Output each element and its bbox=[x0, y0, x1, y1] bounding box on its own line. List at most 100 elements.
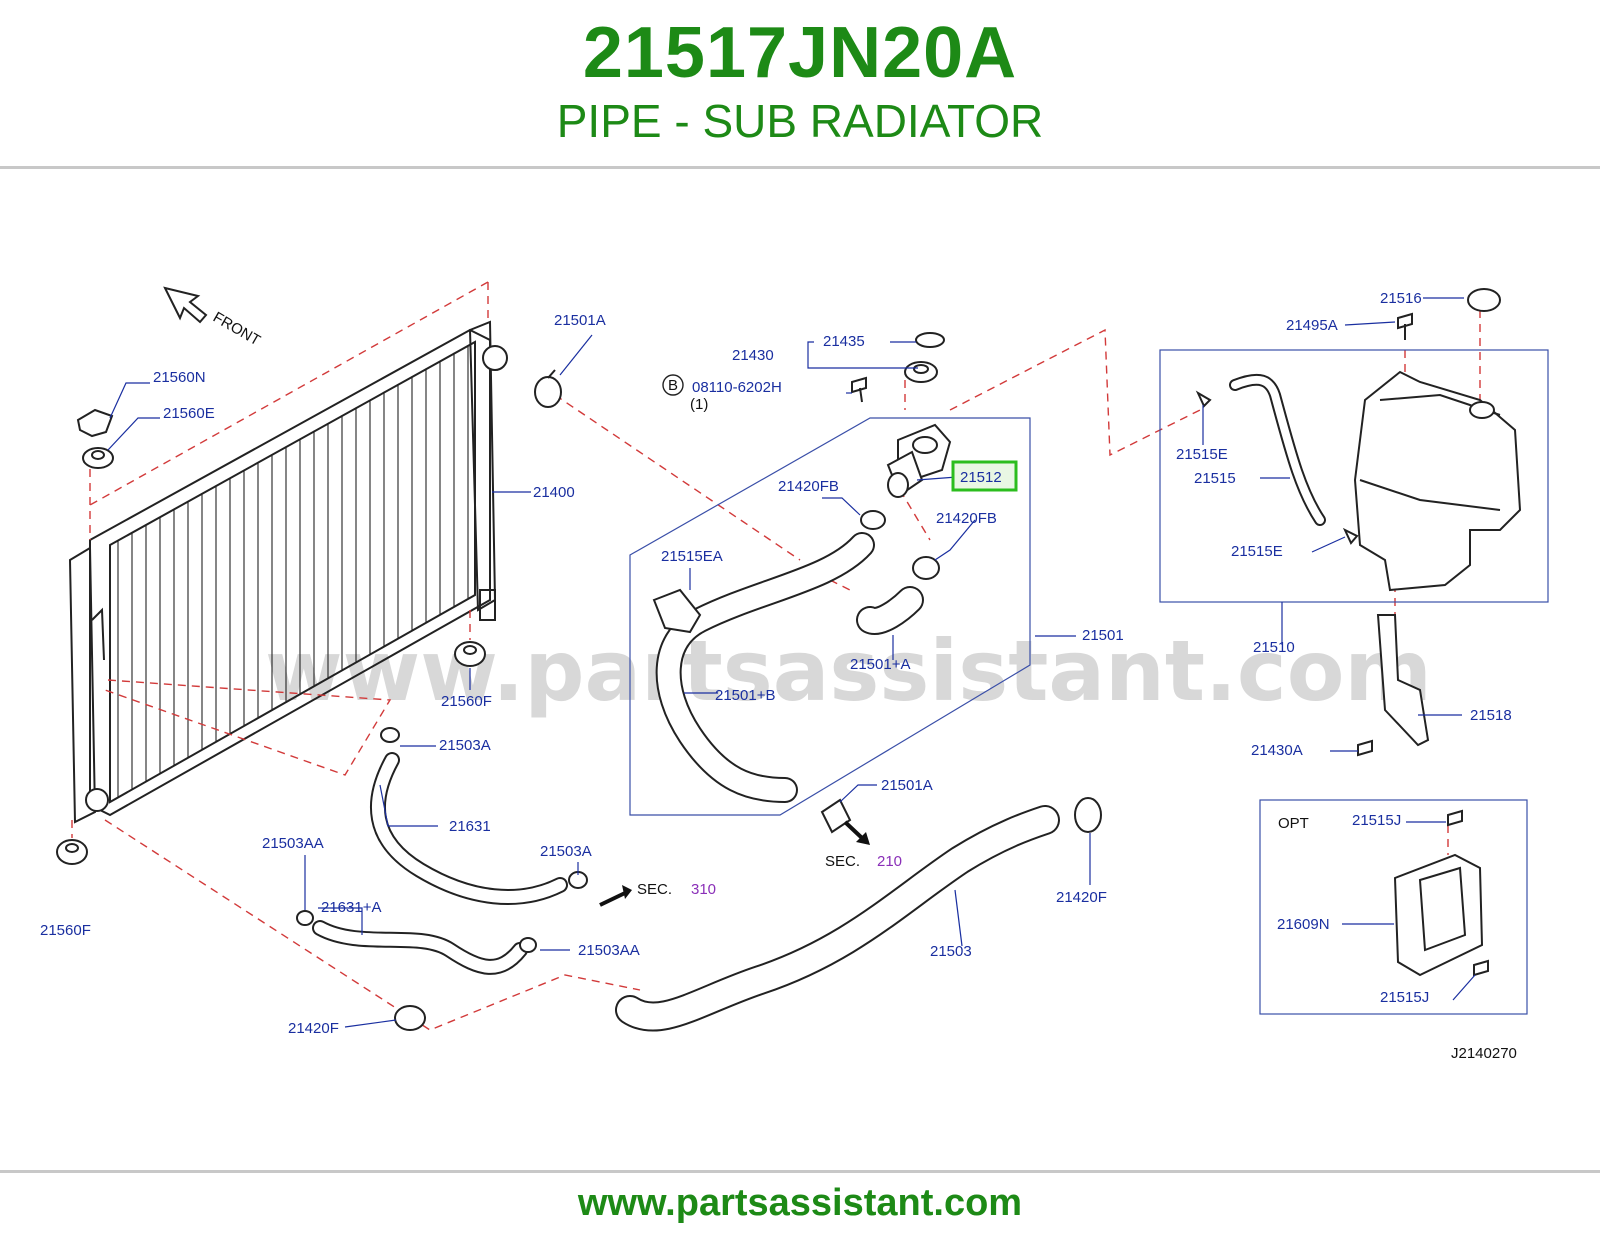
clamp-21420F-bottom bbox=[394, 1005, 426, 1031]
label-21515: 21515 bbox=[1194, 470, 1236, 487]
dash-line bbox=[89, 281, 489, 506]
label-21515E-low: 21515E bbox=[1231, 543, 1283, 560]
header-divider bbox=[0, 166, 1600, 169]
label-08110: 08110-6202H bbox=[692, 379, 782, 396]
dash-line bbox=[104, 679, 392, 776]
page-header: 21517JN20A PIPE - SUB RADIATOR bbox=[0, 0, 1600, 170]
front-label: FRONT bbox=[210, 309, 263, 350]
opt-label: OPT bbox=[1278, 815, 1309, 832]
watermark: www.partsassistant.com bbox=[265, 622, 1432, 720]
label-21515E-top: 21515E bbox=[1176, 446, 1228, 463]
dash-line bbox=[554, 394, 801, 561]
bolt-qty: (1) bbox=[690, 396, 708, 413]
label-21495A: 21495A bbox=[1286, 317, 1338, 334]
sec-number-210: 210 bbox=[877, 853, 902, 870]
hose-21501A-plus bbox=[856, 586, 924, 635]
clamp-21501A-top bbox=[534, 369, 562, 408]
clip-21515E-top bbox=[1195, 390, 1212, 408]
label-21501A-plus: 21501+A bbox=[850, 656, 910, 673]
bolt-21515J-top bbox=[1447, 809, 1463, 827]
sec-310-arrow-icon bbox=[599, 891, 626, 907]
label-21560F-left: 21560F bbox=[40, 922, 91, 939]
thermostat-housing-21512-drawing bbox=[886, 423, 952, 498]
radiator-cap-21430 bbox=[904, 361, 938, 383]
label-21430A: 21430A bbox=[1251, 742, 1303, 759]
label-21560E: 21560E bbox=[163, 405, 215, 422]
dash-line bbox=[949, 328, 1201, 457]
bracket-21560N bbox=[76, 408, 114, 438]
bolt-08110 bbox=[851, 376, 867, 403]
label-21501: 21501 bbox=[1082, 627, 1124, 644]
grommet-21560F-right bbox=[454, 641, 486, 667]
label-21631: 21631 bbox=[449, 818, 491, 835]
label-21501A-top: 21501A bbox=[554, 312, 606, 329]
label-21510: 21510 bbox=[1253, 639, 1295, 656]
label-21503: 21503 bbox=[930, 943, 972, 960]
label-21420FB-left: 21420FB bbox=[778, 478, 839, 495]
label-21515J-top: 21515J bbox=[1352, 812, 1401, 829]
sec-label-210: SEC. bbox=[825, 853, 860, 870]
front-arrow-icon bbox=[163, 286, 208, 324]
label-21503A-mid: 21503A bbox=[540, 843, 592, 860]
label-21516: 21516 bbox=[1380, 290, 1422, 307]
footer-url[interactable]: www.partsassistant.com bbox=[577, 1182, 1023, 1224]
opt-box bbox=[1259, 799, 1528, 1015]
radiator-core-drawing bbox=[68, 320, 508, 824]
part-number-title: 21517JN20A bbox=[582, 13, 1018, 93]
highlight-box-21512[interactable] bbox=[951, 460, 1018, 492]
label-21560F-right: 21560F bbox=[441, 693, 492, 710]
label-21420F-bottom: 21420F bbox=[288, 1020, 339, 1037]
label-21503AA-mid: 21503AA bbox=[578, 942, 640, 959]
label-21420FB-right: 21420FB bbox=[936, 510, 997, 527]
sec-number-310: 310 bbox=[691, 881, 716, 898]
label-21512-highlighted[interactable]: 21512 bbox=[960, 469, 1002, 486]
label-21430: 21430 bbox=[732, 347, 774, 364]
bolt-21430A bbox=[1357, 739, 1373, 757]
clip-21515E-low bbox=[1342, 527, 1359, 545]
bolt-21515J-low bbox=[1473, 959, 1489, 977]
label-21420F-right: 21420F bbox=[1056, 889, 1107, 906]
hose-21501B bbox=[655, 532, 875, 803]
label-21515EA: 21515EA bbox=[661, 548, 723, 565]
label-21503A-top: 21503A bbox=[439, 737, 491, 754]
clamp-21420FB-left bbox=[860, 510, 886, 530]
clamp-21515EA bbox=[652, 588, 702, 634]
bolt-circle-icon bbox=[662, 374, 684, 396]
clamp-21420FB-right bbox=[912, 556, 940, 580]
duct-21609N-drawing bbox=[1393, 853, 1484, 977]
hose-21503 bbox=[615, 805, 1060, 1032]
sec-label-310: SEC. bbox=[637, 881, 672, 898]
label-21435: 21435 bbox=[823, 333, 865, 350]
arrow-head-icon bbox=[622, 885, 632, 899]
leader-lines bbox=[107, 297, 1476, 1028]
seal-21435 bbox=[915, 332, 945, 348]
label-21518: 21518 bbox=[1470, 707, 1512, 724]
label-21400: 21400 bbox=[533, 484, 575, 501]
bolt-circle-letter: B bbox=[668, 377, 678, 394]
label-21515J-low: 21515J bbox=[1380, 989, 1429, 1006]
hose-21631 bbox=[369, 727, 588, 905]
label-21501A-low: 21501A bbox=[881, 777, 933, 794]
drawing-code: J2140270 bbox=[1451, 1045, 1517, 1062]
bolt-21495A bbox=[1397, 312, 1413, 340]
dash-line bbox=[899, 489, 931, 541]
label-21609N: 21609N bbox=[1277, 916, 1330, 933]
sec-210-arrow-icon bbox=[843, 820, 864, 840]
grommet-21560F-left bbox=[56, 839, 88, 865]
clamp-21420F-right bbox=[1074, 797, 1102, 833]
footer-divider bbox=[0, 1170, 1600, 1173]
grommet-21560E bbox=[82, 447, 114, 469]
clamp-21501A-low bbox=[820, 798, 852, 834]
hose-21631A bbox=[296, 910, 537, 975]
reservoir-box bbox=[1159, 349, 1549, 603]
label-21501B: 21501+B bbox=[715, 687, 775, 704]
hose-assembly-box bbox=[629, 417, 1031, 816]
part-name-subtitle: PIPE - SUB RADIATOR bbox=[556, 95, 1044, 147]
reservoir-tank-21510-drawing bbox=[1353, 370, 1522, 592]
hose-21515 bbox=[1229, 373, 1326, 526]
dash-line bbox=[829, 579, 851, 591]
label-21560N: 21560N bbox=[153, 369, 206, 386]
cap-21516 bbox=[1467, 288, 1501, 312]
label-21503AA-left: 21503AA bbox=[262, 835, 324, 852]
